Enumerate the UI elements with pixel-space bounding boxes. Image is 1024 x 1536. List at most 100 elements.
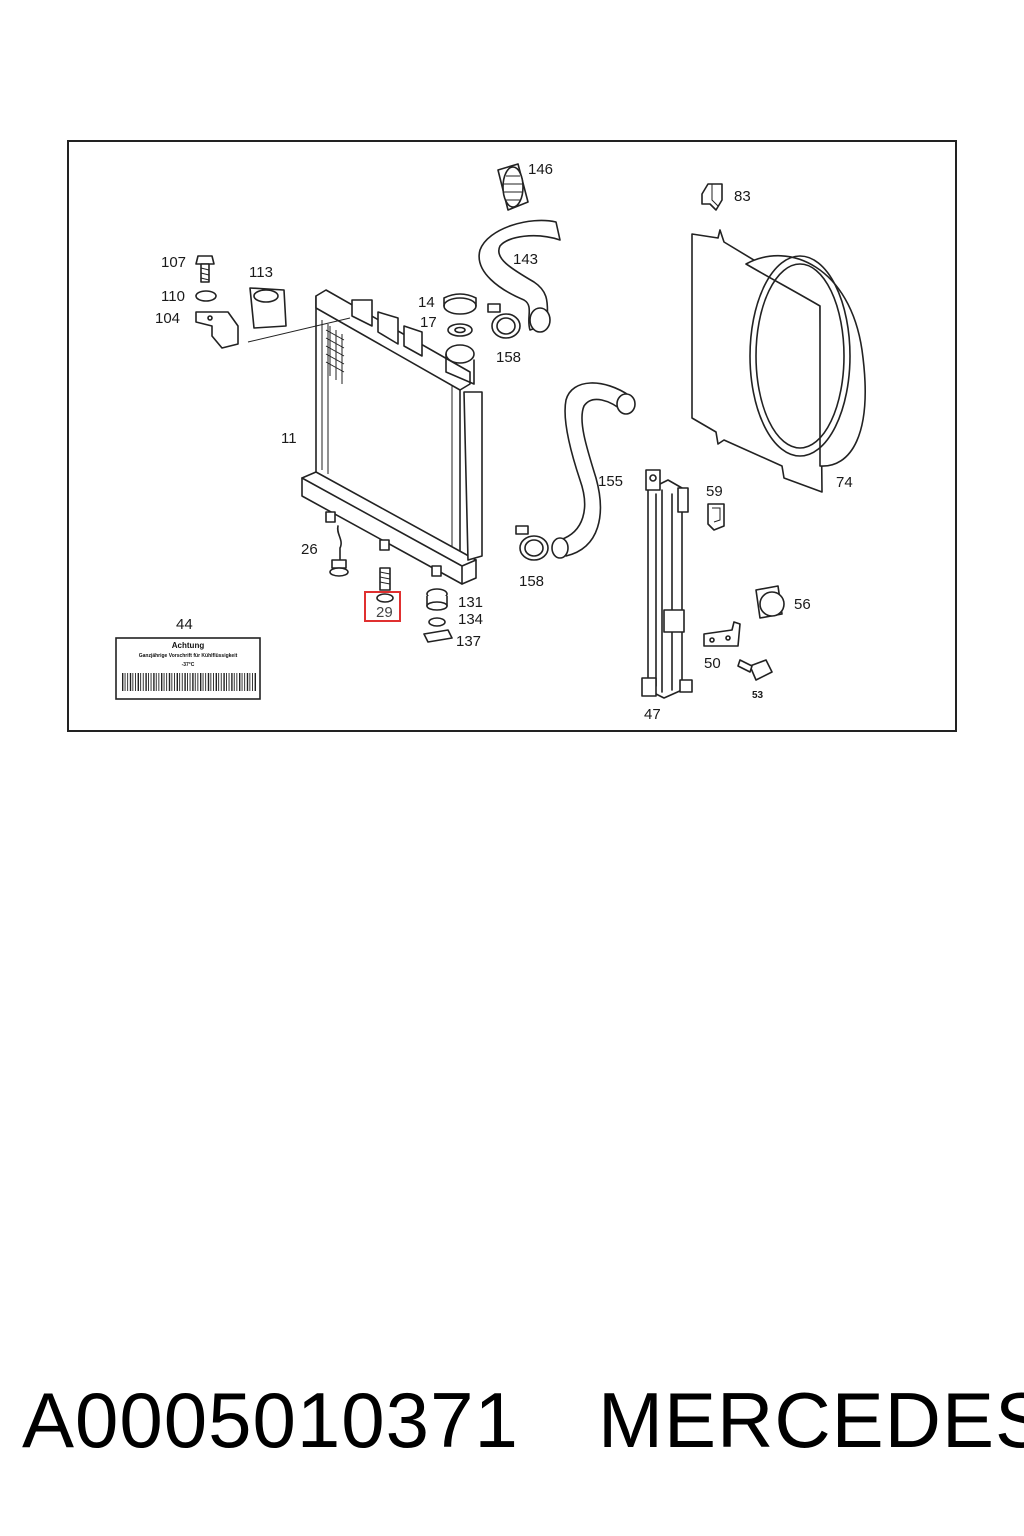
callout-59: 59 xyxy=(706,483,723,500)
barcode-bar xyxy=(135,673,136,691)
barcode-bar xyxy=(215,673,217,691)
callout-29-highlighted: 29 xyxy=(376,604,393,621)
barcode-bar xyxy=(194,673,196,691)
washer-134-part xyxy=(428,617,446,627)
callout-44: 44 xyxy=(176,616,193,633)
callout-47: 47 xyxy=(644,706,661,723)
callout-53: 53 xyxy=(752,690,764,701)
barcode-bar xyxy=(161,673,163,691)
barcode-bar xyxy=(181,673,183,691)
callout-158-top: 158 xyxy=(496,349,521,366)
barcode-bar xyxy=(179,673,181,691)
callout-74: 74 xyxy=(836,474,853,491)
callout-110: 110 xyxy=(161,288,185,305)
barcode-bar xyxy=(187,673,188,691)
barcode-bar xyxy=(127,673,129,691)
barcode-bar xyxy=(246,673,249,691)
barcode-bar xyxy=(220,673,222,691)
barcode-bar xyxy=(202,673,204,691)
callout-137: 137 xyxy=(456,633,481,650)
seal-17-part xyxy=(447,323,473,337)
barcode-bar xyxy=(142,673,144,691)
mount-113-part xyxy=(249,287,287,329)
bolt-107-part xyxy=(195,255,215,283)
drain-plug-26-part xyxy=(329,525,349,577)
clip-83-part xyxy=(701,183,723,211)
bolt-53-part xyxy=(737,659,773,681)
highlight-box xyxy=(364,591,401,622)
barcode-bar xyxy=(124,673,126,691)
barcode-bar xyxy=(171,673,173,691)
hose-ring-146-part xyxy=(497,163,529,211)
barcode-bar xyxy=(226,673,227,691)
warning-label-44: Achtung Ganzjährige Vorschrift für Kühlf… xyxy=(115,637,261,700)
barcode-bar xyxy=(200,673,202,691)
barcode-bar xyxy=(210,673,212,691)
barcode-bar xyxy=(241,673,243,691)
barcode-bar xyxy=(189,673,191,691)
barcode-bar xyxy=(228,673,230,691)
warning-label-barcode xyxy=(122,673,256,691)
barcode-bar xyxy=(239,673,241,691)
barcode-bar xyxy=(145,673,147,691)
washer-110-part xyxy=(195,290,217,302)
radiator-part xyxy=(301,289,483,585)
callout-14: 14 xyxy=(418,294,435,311)
clamp-158-top-part xyxy=(487,303,521,339)
cap-14-part xyxy=(443,293,477,315)
clip-59-part xyxy=(707,503,725,531)
barcode-bar xyxy=(153,673,155,691)
callout-155: 155 xyxy=(598,473,623,490)
barcode-bar xyxy=(129,673,132,691)
barcode-bar xyxy=(168,673,171,691)
warning-label-line2: -37°C xyxy=(182,662,195,668)
callout-50: 50 xyxy=(704,655,721,672)
barcode-bar xyxy=(184,673,186,691)
barcode-bar xyxy=(137,673,139,691)
grommet-131-part xyxy=(426,588,448,611)
barcode-bar xyxy=(197,673,199,691)
barcode-bar xyxy=(249,673,251,691)
callout-26: 26 xyxy=(301,541,318,558)
fan-shroud-74-part xyxy=(691,229,866,493)
bracket-104-part xyxy=(195,311,239,349)
callout-158-bottom: 158 xyxy=(519,573,544,590)
barcode-bar xyxy=(166,673,168,691)
barcode-bar xyxy=(205,673,207,691)
barcode-bar xyxy=(236,673,238,691)
barcode-bar xyxy=(192,673,194,691)
callout-17: 17 xyxy=(420,314,437,331)
warning-label-line1: Ganzjährige Vorschrift für Kühlflüssigke… xyxy=(139,653,238,659)
callout-134: 134 xyxy=(458,611,483,628)
footer-caption: A0005010371 MERCEDES xyxy=(20,1370,1024,1470)
barcode-bar xyxy=(150,673,152,691)
barcode-bar xyxy=(163,673,165,691)
warning-label-title: Achtung xyxy=(172,641,205,650)
barcode-bar xyxy=(158,673,160,691)
callout-131: 131 xyxy=(458,594,483,611)
barcode-bar xyxy=(254,673,256,691)
bracket-50-part xyxy=(703,621,741,647)
clamp-56-part xyxy=(755,585,785,619)
callout-83: 83 xyxy=(734,188,751,205)
hose-143-part xyxy=(478,219,561,331)
callout-11: 11 xyxy=(281,430,297,447)
callout-143: 143 xyxy=(513,251,538,268)
barcode-bar xyxy=(148,673,149,691)
barcode-bar xyxy=(231,673,233,691)
callout-146: 146 xyxy=(528,161,553,178)
barcode-bar xyxy=(176,673,178,691)
barcode-bar xyxy=(244,673,246,691)
barcode-bar xyxy=(252,673,253,691)
barcode-bar xyxy=(155,673,157,691)
barcode-bar xyxy=(233,673,235,691)
clamp-158-bottom-part xyxy=(515,525,549,561)
callout-107: 107 xyxy=(161,254,186,271)
barcode-bar xyxy=(132,673,134,691)
fitting-29-part xyxy=(376,567,394,603)
barcode-bar xyxy=(223,673,225,691)
barcode-bar xyxy=(122,673,124,691)
barcode-bar xyxy=(207,673,210,691)
barcode-bar xyxy=(174,673,175,691)
